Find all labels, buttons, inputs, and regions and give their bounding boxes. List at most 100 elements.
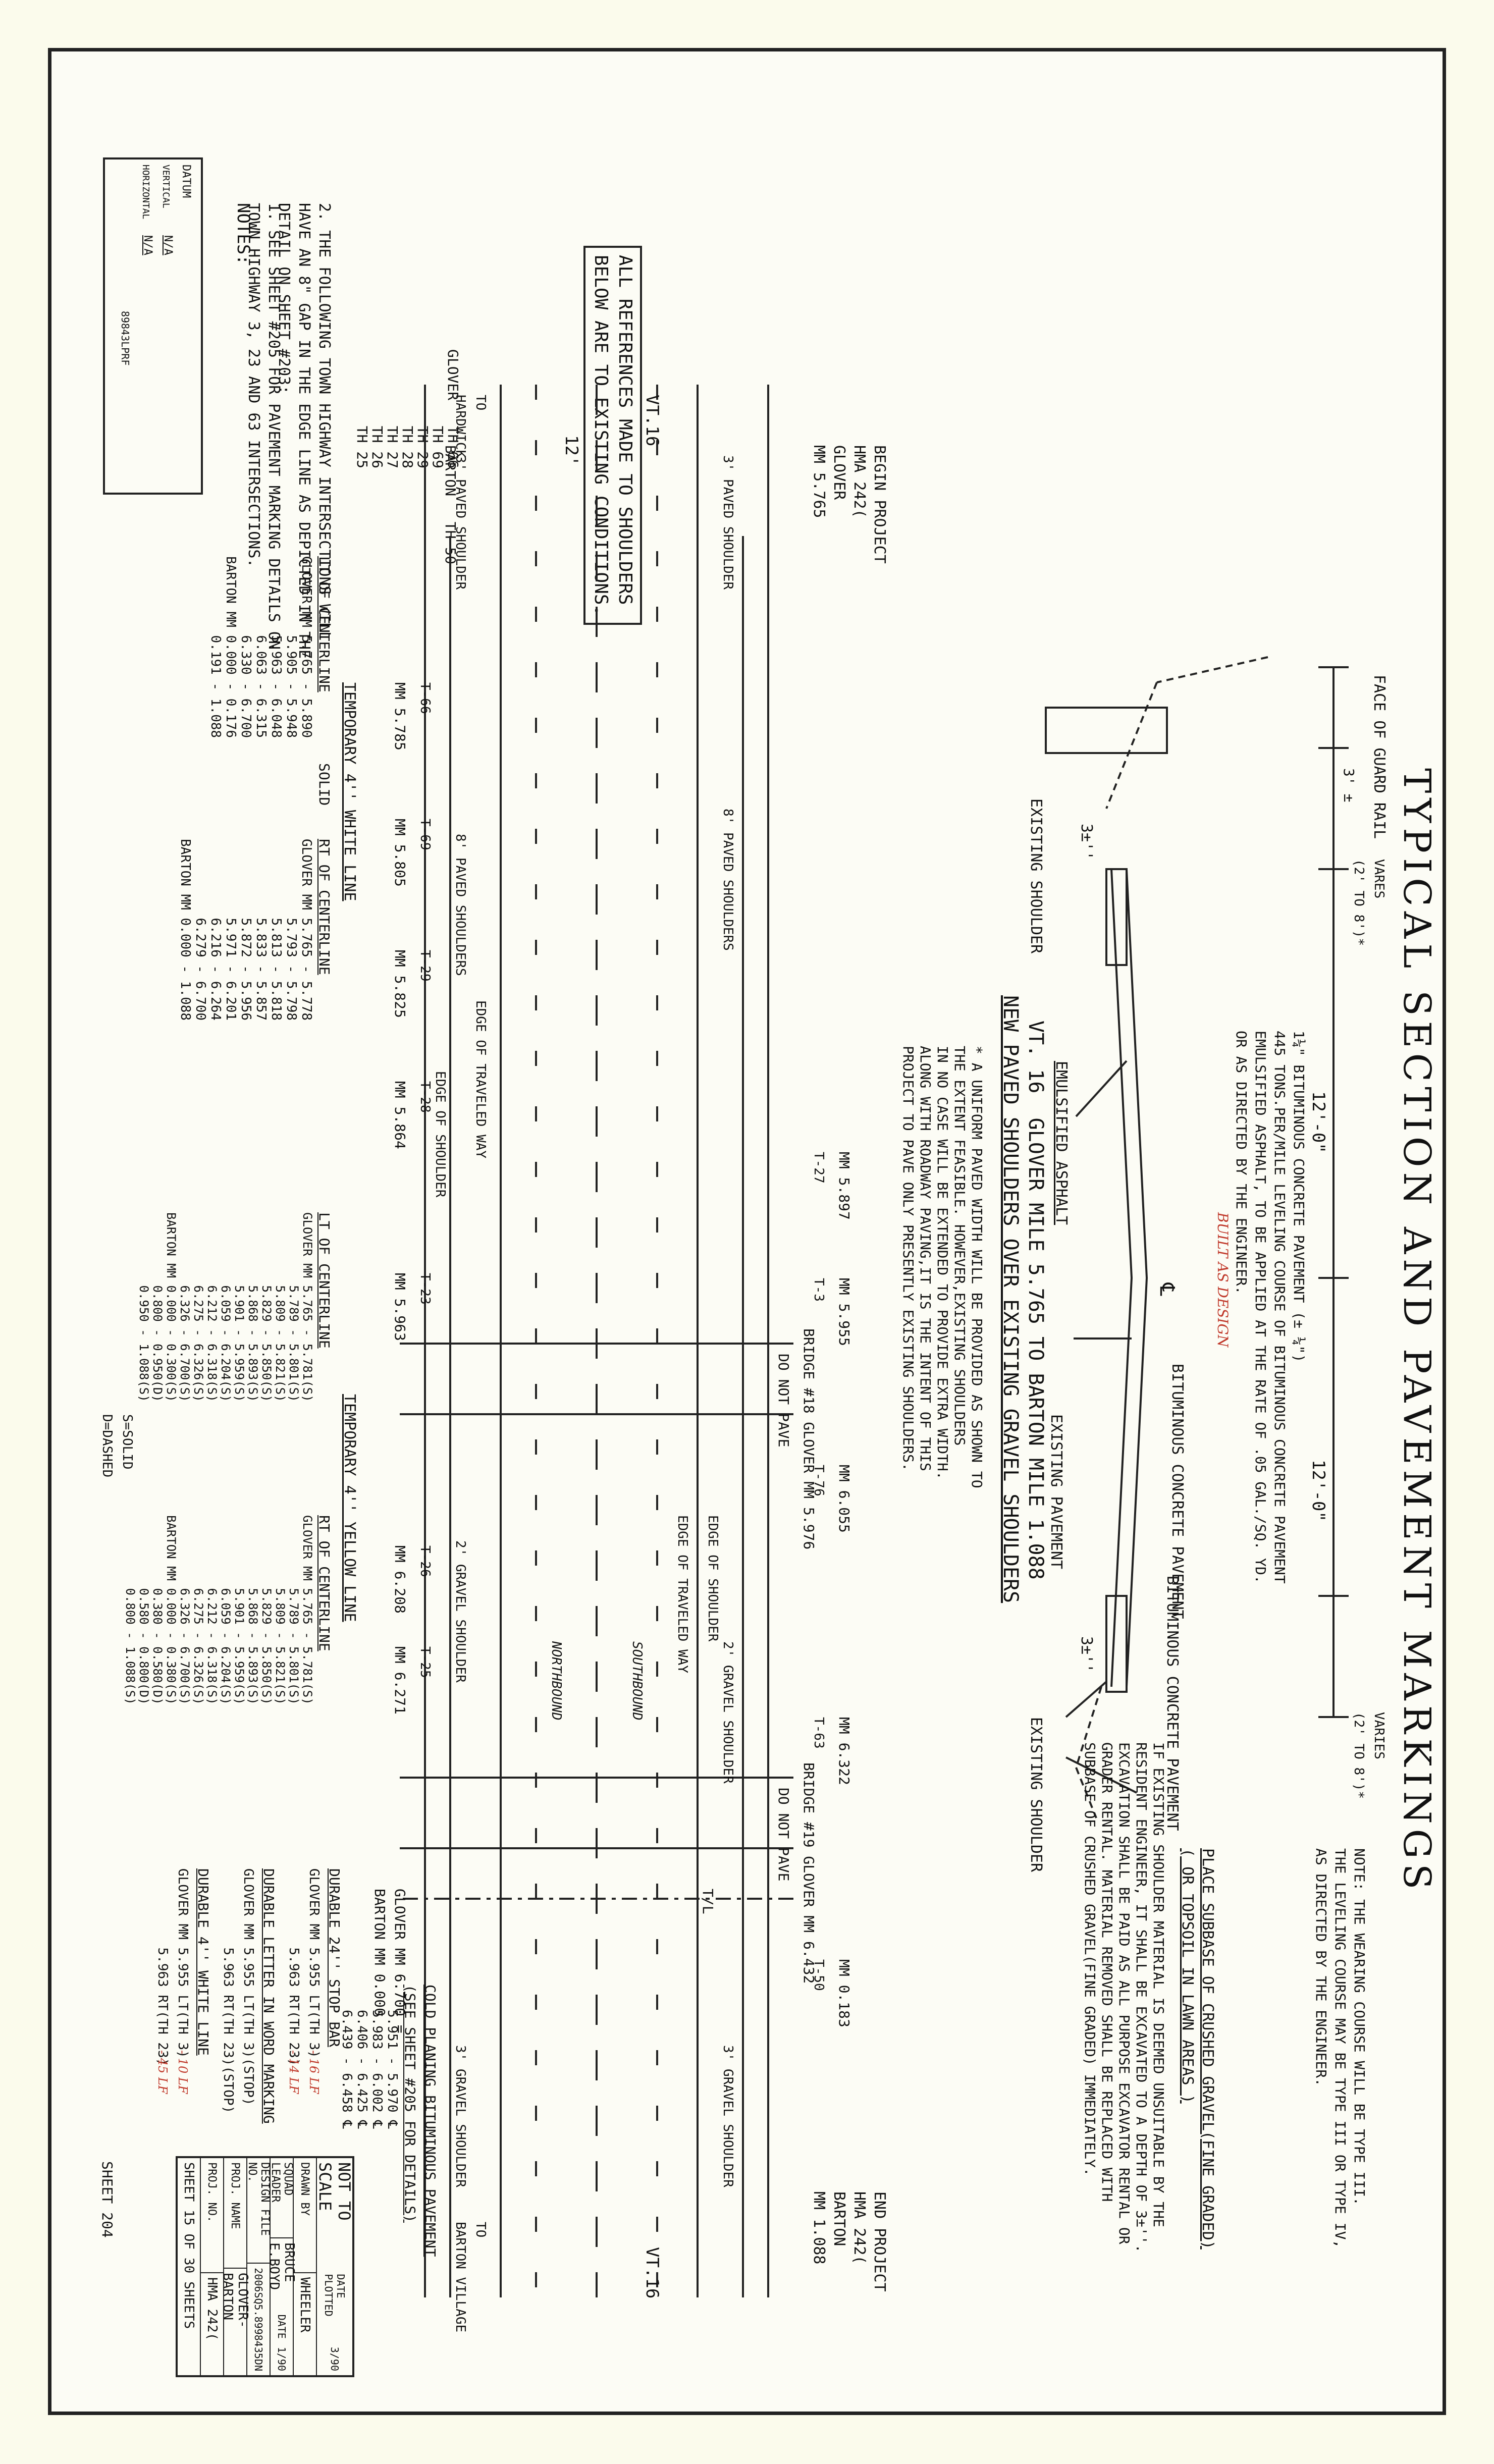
- yellow-rt-values: GLOVER MM 5.765 - 5.781(S) 5.789 - 5.801…: [123, 1515, 314, 1705]
- marker-bottom-5: MM 5.963: [392, 1273, 408, 1341]
- marker-top-4: MM 6.322: [836, 1717, 852, 1785]
- proj-name-value: GLOVER-BARTON: [220, 2273, 250, 2328]
- marker-top-5: MM 0.183: [836, 1959, 852, 2027]
- marker-bottom-t-1: T-66: [417, 682, 433, 714]
- marker-bottom-3: MM 5.825: [392, 950, 408, 1018]
- marker-top-3: MM 6.055: [836, 1465, 852, 1533]
- begin-project: BEGIN PROJECT HMA 242( GLOVER MM 5.765: [810, 445, 888, 564]
- marker-top-t-5: T-50: [811, 1959, 826, 1991]
- squad-leader-label: SQUAD LEADER: [269, 2158, 294, 2239]
- white4-hand: - 10 LF - 45 LF: [155, 2050, 190, 2094]
- datum-horizontal-val: N/A: [141, 235, 154, 255]
- datum-label: DATUM: [180, 165, 192, 198]
- paved-8-top: 8' PAVED SHOULDERS: [720, 809, 735, 951]
- squad-leader-value: BRUCE E.BOYD: [266, 2242, 297, 2290]
- marker-top-t-1: T-27: [811, 1152, 826, 1184]
- to-barton: TO BARTON VILLAGE: [453, 2222, 488, 2333]
- sheet-value: 15: [181, 2210, 196, 2226]
- centerline-symbol: ℄: [1155, 1283, 1179, 1296]
- unsuitable-note: IF EXISTING SHOULDER MATERIAL IS DEEMED …: [1082, 1742, 1167, 2253]
- white-solid: SOLID: [316, 763, 333, 806]
- vt16-right: VT.16: [642, 2247, 662, 2299]
- word-marking-values: GLOVER MM 5.955 LT(TH 3)(STOP) 5.963 RT(…: [221, 1868, 256, 2114]
- southbound: SOUTHBOUND: [629, 1641, 645, 1721]
- white4-values: GLOVER MM 5.955 LT(TH 3) 5.963 RT(TH 23): [155, 1868, 190, 2066]
- marker-bottom-6: MM 6.208: [392, 1545, 408, 1614]
- design-file-value: 2006SQ5.8998435DN: [252, 2268, 264, 2371]
- paved-3-bottom: 3' PAVED SHOULDER: [453, 455, 468, 590]
- gravel-3-top: 3' GRAVEL SHOULDER: [720, 2045, 735, 2187]
- yellow-lt-header: LT OF CENTERLINE: [316, 1212, 333, 1349]
- dim-12-right: 12'-0": [1308, 1460, 1328, 1522]
- sheet-number: SHEET 204: [99, 2161, 116, 2238]
- datum-horizontal: HORIZONTAL: [140, 165, 151, 220]
- datum-vertical: VERTICAL: [161, 165, 171, 208]
- marker-bottom-t-3: T-29: [417, 950, 433, 982]
- proj-no-label: PROJ. NO.: [201, 2158, 223, 2273]
- drawing-sheet: TYPICAL SECTION AND PAVEMENT MARKINGS NO…: [48, 48, 1446, 2415]
- marker-top-t-4: T-63: [811, 1717, 826, 1749]
- edge-traveled-top: EDGE OF TRAVELED WAY: [675, 1515, 690, 1674]
- datum-vertical-val: N/A: [162, 235, 174, 255]
- date-value: 1/90: [276, 2346, 288, 2371]
- drawn-by-value: WHEELER: [297, 2277, 312, 2333]
- of-label: OF: [181, 2233, 196, 2249]
- gravel-3-bottom: 3' GRAVEL SHOULDER: [453, 2045, 468, 2187]
- datum-file: 89843LPRF: [119, 311, 131, 366]
- marker-bottom-1: MM 5.785: [392, 682, 408, 751]
- dim-3-right: 3±'': [1078, 1636, 1095, 1673]
- pavement-note: 1¼" BITUMINOUS CONCRETE PAVEMENT (± ¼") …: [1233, 1031, 1307, 1584]
- leader-emulsified: [1075, 1060, 1128, 1117]
- existing-shoulder-right-label: EXISTING SHOULDER: [1027, 1717, 1045, 1872]
- edge-shoulder-top: EDGE OF SHOULDER: [705, 1515, 720, 1642]
- end-project: END PROJECT HMA 242( BARTON MM 1.088: [810, 2191, 888, 2292]
- yellow-lt-values: GLOVER MM 5.765 - 5.781(S) 5.789 - 5.801…: [137, 1212, 314, 1402]
- marker-bottom-t-4: T-28: [417, 1081, 433, 1113]
- gravel-2-bottom: 2' GRAVEL SHOULDER: [453, 1540, 468, 1683]
- uniform-width-note: * A UNIFORM PAVED WIDTH WILL BE PROVIDED…: [900, 1046, 985, 1488]
- dim-3-left: 3±'': [1078, 824, 1095, 861]
- bridge-19-dnp: DO NOT PAVE: [775, 1788, 792, 1882]
- landscape-drawing: TYPICAL SECTION AND PAVEMENT MARKINGS NO…: [51, 51, 1450, 2419]
- of-value: 30: [181, 2257, 196, 2274]
- existing-shoulder-left: [1105, 868, 1128, 966]
- stop-bar-hand: - 16 LF - 14 LF: [287, 2050, 321, 2094]
- marker-top-2: MM 5.955: [836, 1278, 852, 1346]
- section-linework: [400, 385, 1349, 2297]
- date-plotted-value: 3/90: [329, 2346, 341, 2371]
- dim-12-left: 12'-0": [1308, 1091, 1328, 1153]
- existing-shoulder-left-label: EXISTING SHOULDER: [1027, 798, 1045, 954]
- existing-shoulder-right: [1105, 1595, 1128, 1693]
- white4-title: DURABLE 4'' WHITE LINE: [195, 1868, 211, 2056]
- dim-varies-right: VARIES (2' TO 8')*: [1351, 1712, 1386, 1799]
- marker-bottom-t-5: T-23: [417, 1273, 433, 1305]
- white-lt-values: GLOVER MM 5.765 - 5.890 5.905 - 5.948 5.…: [208, 556, 314, 738]
- marker-bottom-4: MM 5.864: [392, 1081, 408, 1149]
- marker-bottom-t-7: T-25: [417, 1646, 433, 1678]
- marker-bottom-7: MM 6.271: [392, 1646, 408, 1715]
- white-line-title: TEMPORARY 4'' WHITE LINE: [341, 682, 358, 901]
- to-hardwick: TO HARDWICK: [453, 395, 488, 458]
- stop-bar-values: GLOVER MM 5.955 LT(TH 3) 5.963 RT(TH 23): [286, 1868, 322, 2066]
- gravel-2-top: 2' GRAVEL SHOULDER: [720, 1641, 735, 1784]
- dim-12-plan: 12': [561, 435, 581, 466]
- bridge-18: BRIDGE #18 GLOVER MM 5.976: [801, 1328, 817, 1550]
- existing-pavement-label: EXISTING PAVEMENT: [1047, 1414, 1065, 1570]
- date-plotted-label: DATE PLOTTED: [323, 2274, 347, 2317]
- white-rt-header: RT OF CENTERLINE: [316, 839, 333, 975]
- northbound: NORTHBOUND: [549, 1641, 564, 1721]
- drawn-by-label: DRAWN BY: [294, 2158, 316, 2273]
- white-lt-header: LT OF CENTERLINE: [316, 556, 333, 692]
- guard-rail-label: FACE OF GUARD RAIL: [1370, 675, 1388, 839]
- datum-box: DATUM VERTICAL N/A HORIZONTAL N/A 89843L…: [103, 157, 203, 495]
- cold-planing-values: 5.951 - 5.970 ℄ 5.983 - 6.002 ℄ 6.406 - …: [339, 2010, 400, 2129]
- paved-3-top: 3' PAVED SHOULDER: [720, 455, 735, 590]
- bridge-19: BRIDGE #19 GLOVER MM 6.432: [801, 1762, 817, 1984]
- marker-top-1: MM 5.897: [836, 1152, 852, 1220]
- not-to-scale: NOT TO SCALE: [315, 2162, 354, 2221]
- dim-varies-left: VARES (2' TO 8')*: [1351, 859, 1386, 946]
- emulsified-label: EMULSIFIED ASPHALT: [1052, 1061, 1070, 1225]
- design-file-label: DESIGN FILE NO.: [246, 2158, 271, 2264]
- built-as-design: BUILT AS DESIGN: [1214, 1212, 1231, 1348]
- white-rt-values: GLOVER MM 5.765 - 5.778 5.793 - 5.798 5.…: [178, 839, 314, 1021]
